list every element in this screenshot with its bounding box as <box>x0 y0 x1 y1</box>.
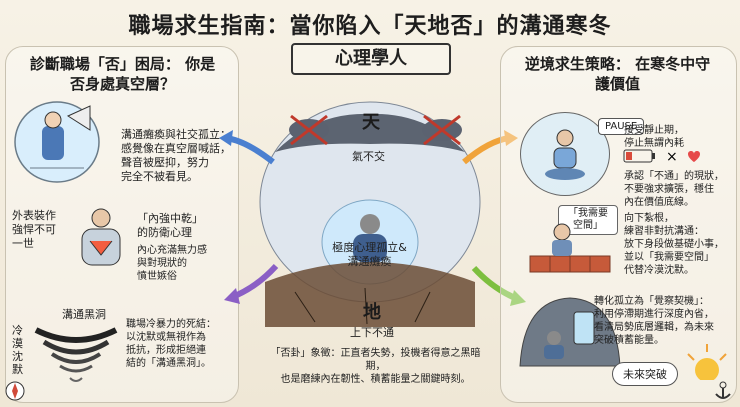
right-step-4: 轉化孤立為「覺察契機」： 利用停滯期進行深度內省， 看清局勢底層邏輯，為未來 突… <box>594 296 714 346</box>
earth-caption: 上下不通 <box>350 326 394 339</box>
left-heading: 診斷職場「否」困局： 你是否身處真空層？ <box>29 55 216 93</box>
left-item-1-text: 溝通癱瘓與社交孤立： 感覺像在真空層喊話， 聲音被壓抑，努力 完全不被看見。 <box>121 128 231 183</box>
left-item-3-top-label: 溝通黑洞 <box>62 308 106 321</box>
left-item-2-side-text: 外表裝作 強悍不可 一世 <box>12 209 56 250</box>
communication-black-hole-illustration <box>34 327 118 382</box>
right-step-2: 承認「不通」的現狀， 不要強求擴張，穩住 內在價值底線。 <box>624 171 724 208</box>
left-item-3-side-text: 冷 漠 沈 默 <box>12 324 23 376</box>
arrow-orange-right-upper <box>462 130 518 165</box>
cloud-cross-icon-right <box>422 114 462 146</box>
pause-sign: PAUSE <box>598 118 645 135</box>
right-step-1: 接受靜止期， 停止無謂內耗 <box>624 125 684 149</box>
right-heading: 逆境求生策略： 在寒冬中守護價值 <box>524 55 711 93</box>
bottom-note: 「否卦」象徵：正直者失勢，投機者得意之黑暗期， 也是磨練內在韌性、積蓄能量之關鍵… <box>270 348 481 385</box>
brick-laying-person-illustration <box>529 223 611 273</box>
arrow-blue-left-upper <box>219 130 275 165</box>
anchor-icon <box>715 381 731 399</box>
earth-label: 地 <box>363 302 381 323</box>
arrow-green-right-lower <box>471 265 526 306</box>
left-item-3-body: 職場冷暴力的死結： 以沈默或無視作為 抵抗，形成拒絕連 結的「溝通黑洞」。 <box>126 319 216 369</box>
sunrise-icon <box>687 344 727 380</box>
heaven-caption: 氣不交 <box>352 150 385 163</box>
center-caption: 極度心理孤立& 溝通癱瘓 <box>332 241 407 268</box>
vacuum-bubble-illustration <box>14 101 100 183</box>
compass-icon <box>5 381 25 401</box>
heaven-label: 天 <box>362 112 380 133</box>
left-item-2-body: 內心充滿無力感 與對現狀的 憤世嫉俗 <box>137 245 207 282</box>
right-step-3: 向下紮根， 練習非對抗溝通： 放下身段做基礎小事， 並以「我需要空間」 代替冷漠… <box>624 213 724 276</box>
svg-text:×: × <box>666 149 678 165</box>
center-banner: 心理學人 <box>291 43 451 75</box>
left-item-2-title: 「內強中乾」 的防衛心理 <box>137 212 203 239</box>
cave-reflection-illustration <box>519 297 621 367</box>
cloud-cross-icon-left <box>289 114 329 146</box>
arrow-purple-left-lower <box>224 263 279 304</box>
battery-heart-icons: × <box>623 149 700 165</box>
armored-man-illustration <box>81 208 121 266</box>
future-breakthrough-tag: 未來突破 <box>612 362 678 386</box>
meditating-person-icon <box>545 129 585 180</box>
page-title: 職場求生指南：當你陷入「天地否」的溝通寒冬 <box>128 14 612 39</box>
